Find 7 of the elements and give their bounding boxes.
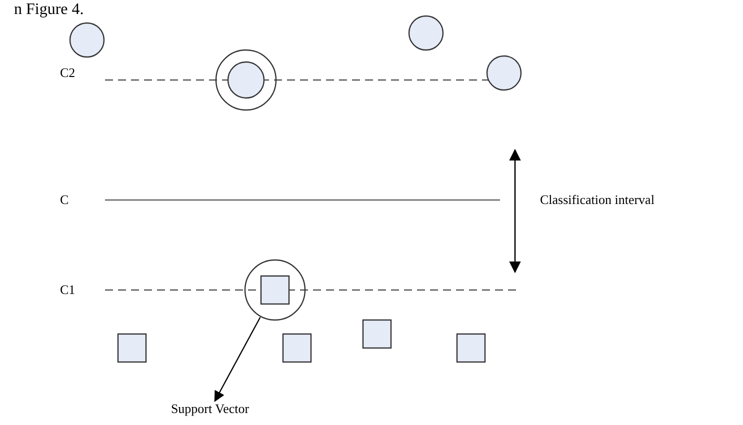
- line-label: C1: [60, 282, 76, 298]
- line-label: C2: [60, 65, 76, 82]
- dimension-label: Classification interval: [540, 192, 654, 208]
- heading-text: n Figure 4.: [14, 1, 84, 19]
- arrow: [214, 316, 261, 402]
- line-label: C: [60, 192, 69, 208]
- callout-label: Support Vector: [150, 401, 270, 419]
